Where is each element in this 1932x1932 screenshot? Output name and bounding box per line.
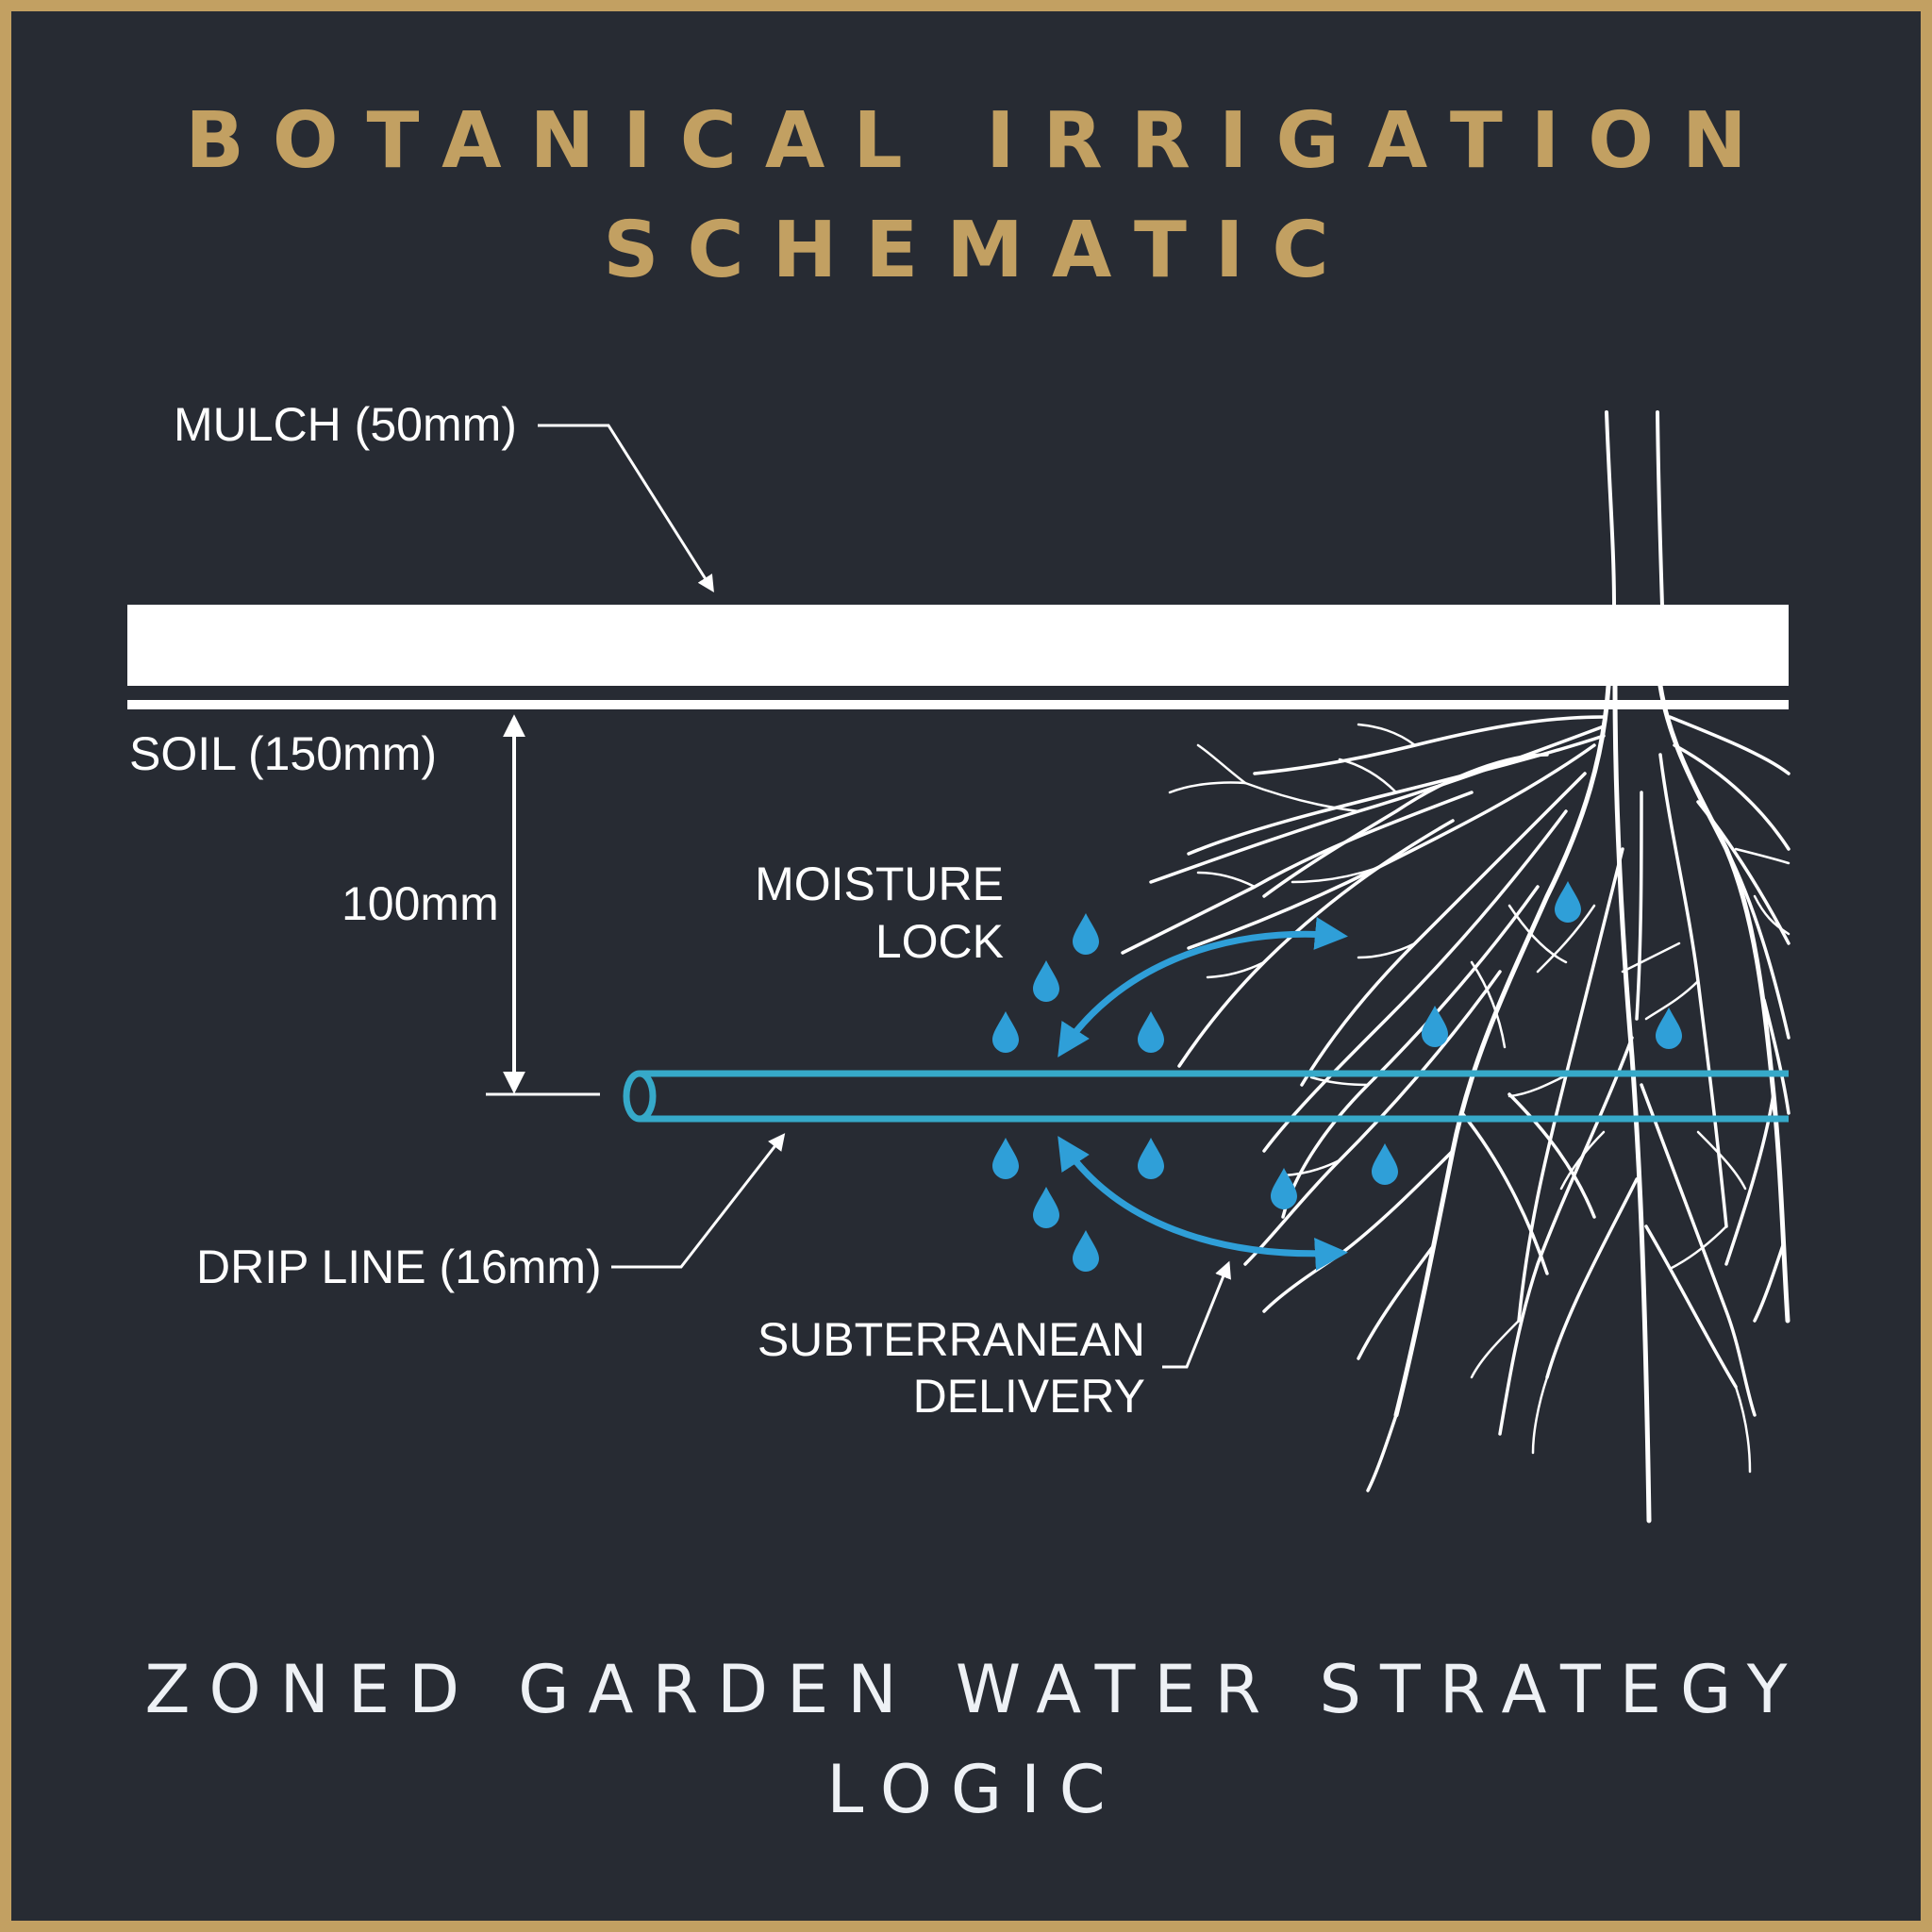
plant-stem bbox=[1605, 410, 1664, 608]
soil-surface-line bbox=[127, 700, 1789, 709]
subterranean-delivery-arrow bbox=[1058, 1136, 1348, 1271]
water-drop-icon bbox=[1073, 1230, 1099, 1272]
soil-label: SOIL (150mm) bbox=[129, 727, 437, 780]
water-drop-icon bbox=[1555, 881, 1581, 923]
moisture-lock-label-1: MOISTURE bbox=[755, 858, 1004, 910]
water-drop-icon bbox=[1033, 1187, 1059, 1228]
delivery-label-2: DELIVERY bbox=[913, 1370, 1145, 1423]
root-system-icon bbox=[1121, 683, 1790, 1524]
poster-subtitle: ZONED GARDEN WATER STRATEGY LOGIC bbox=[0, 1640, 1932, 1840]
annotation-arrows bbox=[486, 424, 1231, 1369]
subtitle-line-2: LOGIC bbox=[826, 1751, 1124, 1828]
water-drop-icon bbox=[1656, 1008, 1682, 1049]
mulch-leader-arrow bbox=[538, 424, 714, 593]
water-drop-icon bbox=[1422, 1006, 1448, 1047]
title-line-2: SCHEMATIC bbox=[603, 206, 1357, 295]
mulch-label: MULCH (50mm) bbox=[174, 398, 517, 451]
mulch-layer bbox=[127, 605, 1789, 686]
delivery-label-1: SUBTERRANEAN bbox=[758, 1313, 1145, 1366]
water-drop-icon bbox=[1033, 960, 1059, 1002]
title-line-1: BOTANICAL IRRIGATION bbox=[185, 96, 1775, 186]
depth-label: 100mm bbox=[341, 877, 499, 930]
water-drop-icon bbox=[1138, 1138, 1164, 1179]
drip-line-label: DRIP LINE (16mm) bbox=[196, 1241, 602, 1293]
water-drop-icon bbox=[1372, 1143, 1398, 1185]
water-drop-icon bbox=[1073, 913, 1099, 955]
drip-line-pipe bbox=[623, 1070, 1789, 1123]
moisture-lock-arrow bbox=[1058, 917, 1348, 1058]
moisture-lock-label-2: LOCK bbox=[875, 915, 1004, 968]
drip-line-leader-arrow bbox=[611, 1133, 786, 1269]
delivery-leader-arrow bbox=[1162, 1260, 1231, 1369]
poster-title: BOTANICAL IRRIGATION SCHEMATIC bbox=[0, 87, 1932, 306]
subtitle-line-1: ZONED GARDEN WATER STRATEGY bbox=[144, 1651, 1807, 1728]
water-drop-icon bbox=[992, 1011, 1019, 1053]
water-drop-icon bbox=[1138, 1011, 1164, 1053]
moisture-arrows bbox=[1058, 917, 1348, 1271]
water-drop-icon bbox=[992, 1138, 1019, 1179]
